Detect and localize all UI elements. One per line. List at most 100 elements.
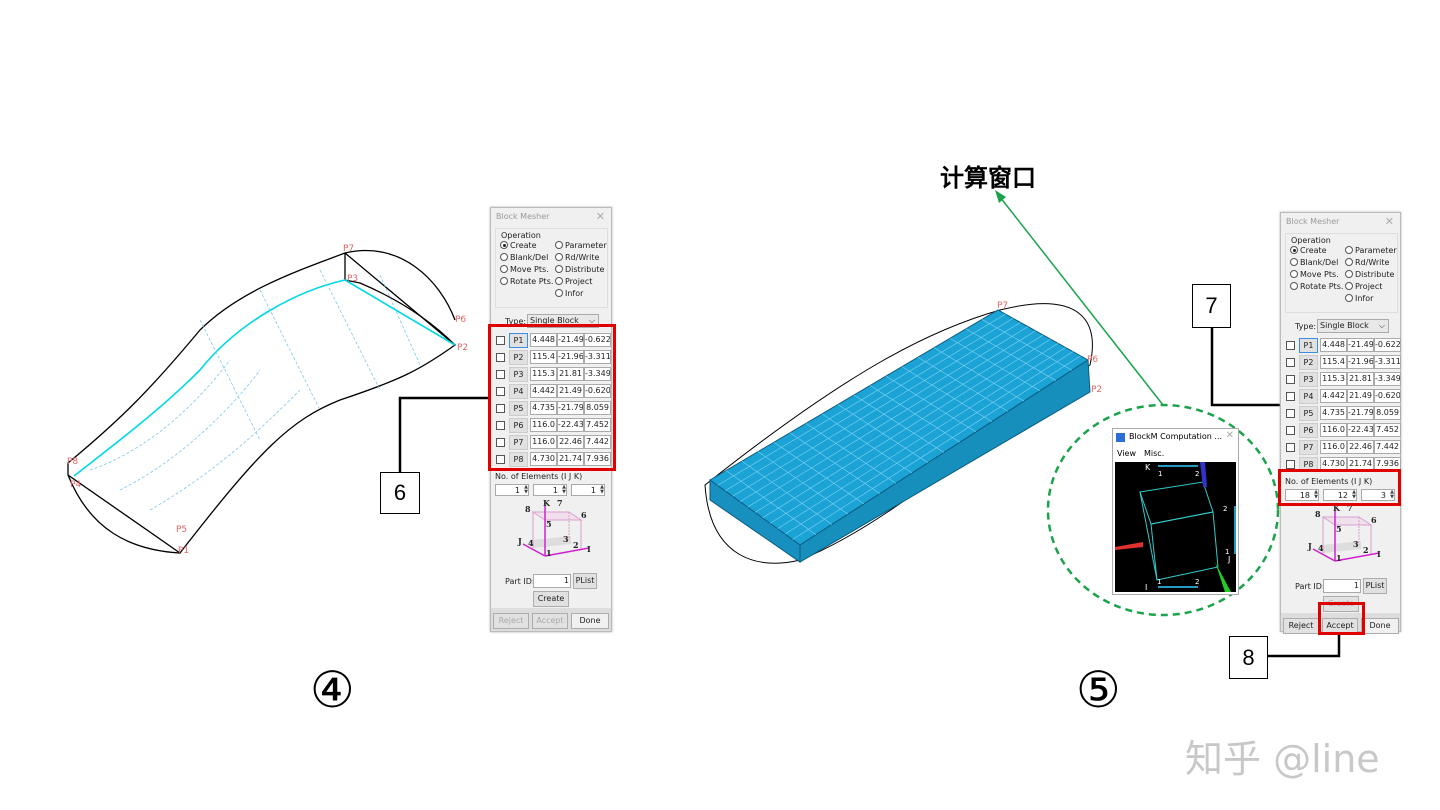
radio-infor[interactable]: Infor — [1345, 294, 1373, 303]
point-checkbox[interactable] — [496, 455, 505, 464]
point-checkbox[interactable] — [1286, 460, 1295, 469]
accept-button[interactable]: Accept — [532, 613, 568, 629]
radio-distribute[interactable]: Distribute — [555, 265, 604, 274]
radio-project[interactable]: Project — [555, 277, 592, 286]
radio-rdwrite[interactable]: Rd/Write — [1345, 258, 1389, 267]
plist-button[interactable]: PList — [573, 573, 597, 589]
y-field[interactable]: -21.79 — [1347, 406, 1374, 420]
point-checkbox[interactable] — [496, 387, 505, 396]
y-field[interactable]: -21.49 — [1347, 338, 1374, 352]
point-button[interactable]: P3 — [1299, 372, 1318, 387]
done-button[interactable]: Done — [1361, 618, 1399, 634]
z-field[interactable]: -0.622 — [1374, 338, 1401, 352]
x-field[interactable]: 4.448 — [1320, 338, 1347, 352]
y-field[interactable]: -21.49 — [557, 333, 584, 347]
part-id-field[interactable]: 1 — [1323, 579, 1361, 593]
point-checkbox[interactable] — [496, 370, 505, 379]
point-button[interactable]: P5 — [1299, 406, 1318, 421]
x-field[interactable]: 115.3 — [530, 367, 557, 381]
point-checkbox[interactable] — [1286, 409, 1295, 418]
point-button[interactable]: P2 — [509, 350, 528, 365]
x-field[interactable]: 4.442 — [1320, 389, 1347, 403]
x-field[interactable]: 4.735 — [530, 401, 557, 415]
x-field[interactable]: 4.448 — [530, 333, 557, 347]
z-field[interactable]: -3.349 — [1374, 372, 1401, 386]
computation-viewport[interactable]: K I J 1 2 1 2 2 1 — [1115, 462, 1236, 592]
close-icon[interactable]: ✕ — [1384, 215, 1394, 228]
point-button[interactable]: P7 — [1299, 440, 1318, 455]
point-button[interactable]: P6 — [509, 418, 528, 433]
z-field[interactable]: 7.452 — [1374, 423, 1401, 437]
reject-button[interactable]: Reject — [493, 613, 529, 629]
point-button[interactable]: P1 — [1299, 338, 1318, 353]
x-field[interactable]: 116.0 — [530, 435, 557, 449]
radio-parameter[interactable]: Parameter — [555, 241, 607, 250]
radio-create[interactable]: Create — [500, 241, 537, 250]
y-field[interactable]: 21.49 — [557, 384, 584, 398]
y-field[interactable]: 21.81 — [1347, 372, 1374, 386]
y-field[interactable]: 21.81 — [557, 367, 584, 381]
elements-j-spinner[interactable]: 12▲▼ — [1323, 489, 1357, 501]
z-field[interactable]: -3.311 — [584, 350, 611, 364]
point-button[interactable]: P3 — [509, 367, 528, 382]
menu-view[interactable]: View — [1117, 449, 1136, 458]
y-field[interactable]: 22.46 — [1347, 440, 1374, 454]
point-button[interactable]: P1 — [509, 333, 528, 348]
close-icon[interactable]: ✕ — [1225, 430, 1234, 441]
x-field[interactable]: 116.0 — [530, 418, 557, 432]
z-field[interactable]: -3.311 — [1374, 355, 1401, 369]
y-field[interactable]: -21.79 — [557, 401, 584, 415]
elements-i-spinner[interactable]: 1▲▼ — [495, 484, 529, 496]
point-checkbox[interactable] — [496, 336, 505, 345]
x-field[interactable]: 4.442 — [530, 384, 557, 398]
y-field[interactable]: -21.96 — [1347, 355, 1374, 369]
point-checkbox[interactable] — [496, 404, 505, 413]
point-checkbox[interactable] — [1286, 426, 1295, 435]
point-checkbox[interactable] — [496, 438, 505, 447]
radio-create[interactable]: Create — [1290, 246, 1327, 255]
radio-parameter[interactable]: Parameter — [1345, 246, 1397, 255]
x-field[interactable]: 115.4 — [1320, 355, 1347, 369]
z-field[interactable]: 7.936 — [584, 452, 611, 466]
z-field[interactable]: 7.442 — [584, 435, 611, 449]
elements-i-spinner[interactable]: 18▲▼ — [1285, 489, 1319, 501]
x-field[interactable]: 115.4 — [530, 350, 557, 364]
radio-rotatepts[interactable]: Rotate Pts. — [1290, 282, 1343, 291]
radio-rdwrite[interactable]: Rd/Write — [555, 253, 599, 262]
point-checkbox[interactable] — [1286, 375, 1295, 384]
point-checkbox[interactable] — [496, 421, 505, 430]
radio-blankdel[interactable]: Blank/Del — [500, 253, 548, 262]
y-field[interactable]: 21.49 — [1347, 389, 1374, 403]
z-field[interactable]: 8.059 — [1374, 406, 1401, 420]
point-button[interactable]: P6 — [1299, 423, 1318, 438]
elements-k-spinner[interactable]: 3▲▼ — [1361, 489, 1395, 501]
elements-k-spinner[interactable]: 1▲▼ — [571, 484, 605, 496]
x-field[interactable]: 115.3 — [1320, 372, 1347, 386]
radio-infor[interactable]: Infor — [555, 289, 583, 298]
radio-distribute[interactable]: Distribute — [1345, 270, 1394, 279]
plist-button[interactable]: PList — [1363, 578, 1387, 594]
radio-movepts[interactable]: Move Pts. — [1290, 270, 1339, 279]
point-button[interactable]: P2 — [1299, 355, 1318, 370]
x-field[interactable]: 116.0 — [1320, 423, 1347, 437]
z-field[interactable]: -0.622 — [584, 333, 611, 347]
y-field[interactable]: -22.43 — [557, 418, 584, 432]
point-checkbox[interactable] — [1286, 358, 1295, 367]
point-checkbox[interactable] — [1286, 341, 1295, 350]
radio-movepts[interactable]: Move Pts. — [500, 265, 549, 274]
part-id-field[interactable]: 1 — [533, 574, 571, 588]
done-button[interactable]: Done — [571, 613, 609, 629]
x-field[interactable]: 4.735 — [1320, 406, 1347, 420]
point-button[interactable]: P4 — [509, 384, 528, 399]
point-button[interactable]: P7 — [509, 435, 528, 450]
y-field[interactable]: -22.43 — [1347, 423, 1374, 437]
x-field[interactable]: 4.730 — [530, 452, 557, 466]
y-field[interactable]: 21.74 — [557, 452, 584, 466]
close-icon[interactable]: ✕ — [595, 210, 605, 223]
z-field[interactable]: 8.059 — [584, 401, 611, 415]
menu-misc[interactable]: Misc. — [1144, 449, 1165, 458]
type-select[interactable]: Single Block⌵ — [1317, 319, 1389, 333]
x-field[interactable]: 116.0 — [1320, 440, 1347, 454]
z-field[interactable]: 7.452 — [584, 418, 611, 432]
create-button[interactable]: Create — [533, 591, 569, 607]
